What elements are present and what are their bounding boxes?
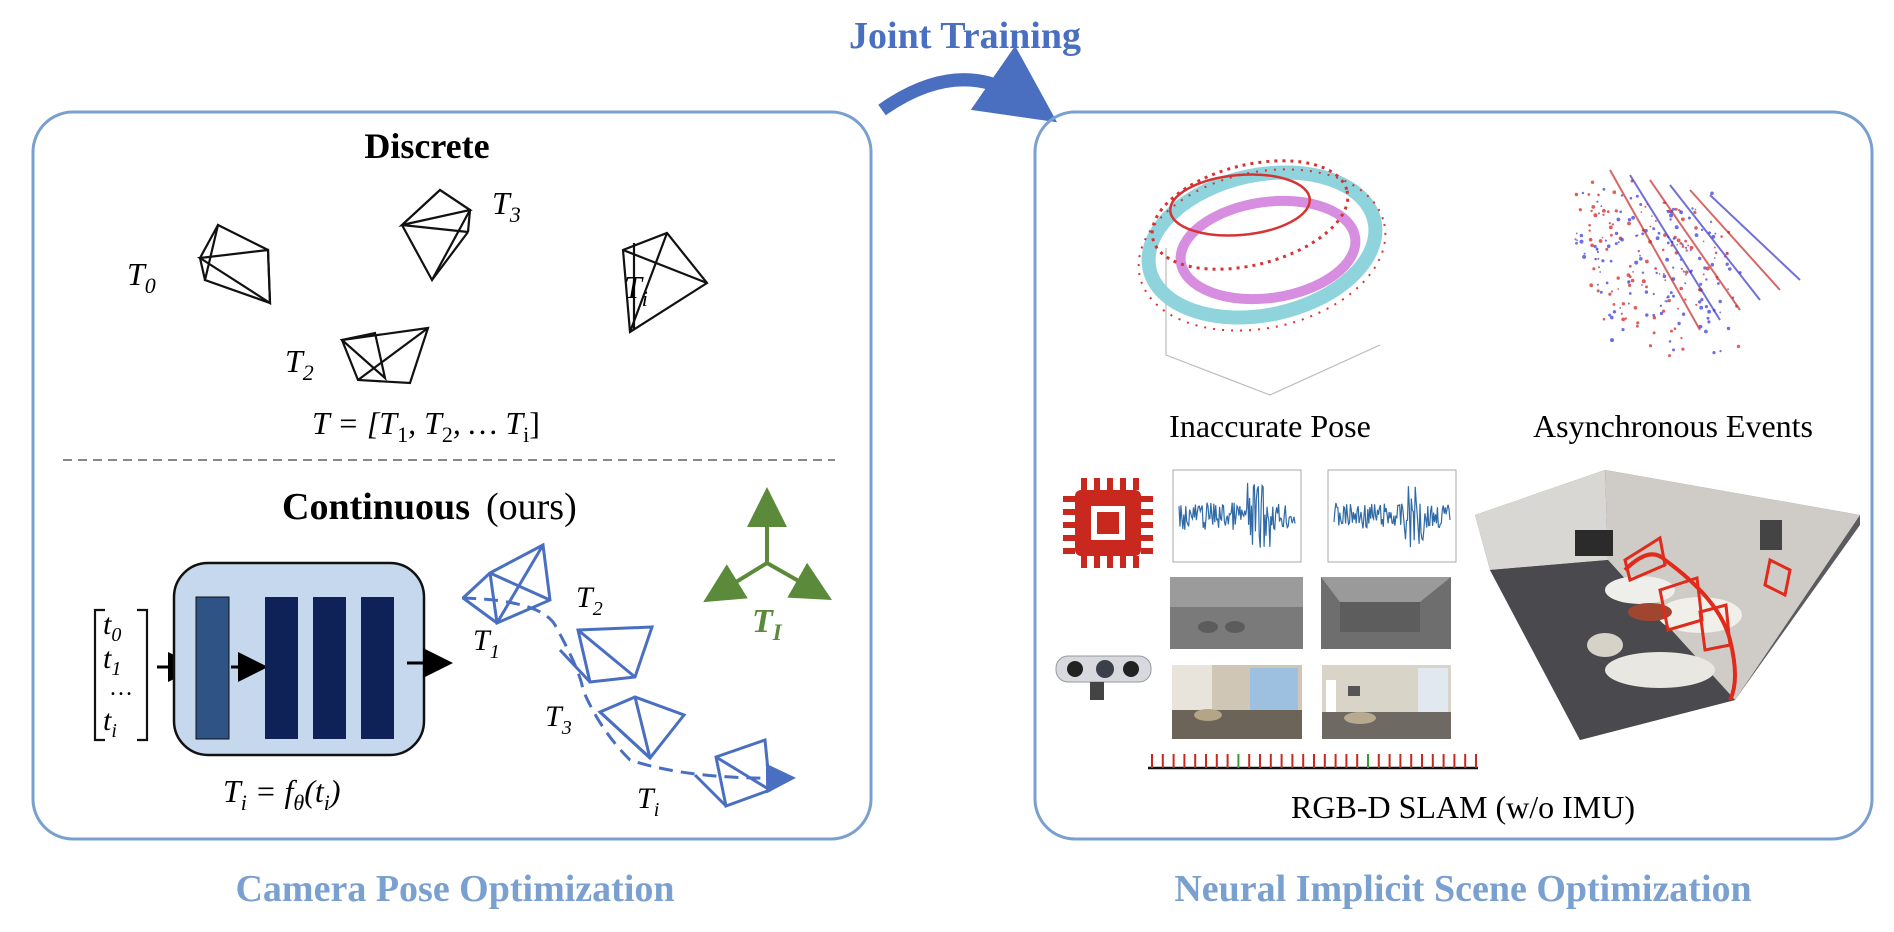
traj-label-t1: T1 [473, 624, 500, 663]
left-panel-frame [31, 110, 873, 841]
async-events-plot [1574, 169, 1801, 358]
joint-training-label: Joint Training [849, 15, 1081, 57]
input-t1: t1 [103, 642, 121, 680]
right-panel: Inaccurate Pose Asynchronous Events [1033, 110, 1874, 910]
inaccurate-pose-label: Inaccurate Pose [1169, 408, 1371, 444]
traj-label-t2: T2 [576, 581, 603, 620]
input-dots: … [109, 675, 133, 701]
imu-axes [703, 487, 832, 603]
discrete-camera-t0 [196, 223, 272, 306]
continuous-camera-1 [461, 542, 552, 626]
discrete-camera-t3 [398, 188, 473, 283]
discrete-formula: T = [T1, T2, … Ti] [312, 405, 540, 447]
input-t0: t0 [103, 608, 121, 646]
network-layer-3 [313, 597, 346, 739]
inaccurate-pose-plot [1137, 159, 1387, 396]
continuous-camera-2 [558, 625, 655, 684]
continuous-trajectory [461, 596, 796, 794]
imu-label: TI [752, 603, 783, 645]
discrete-label-ti: Ti [624, 269, 648, 311]
network-layer-1 [195, 596, 230, 740]
continuous-heading: Continuous(ours) [282, 486, 577, 528]
continuous-formula: Ti = fθ(ti) [223, 773, 341, 815]
network-layer-4 [361, 597, 394, 739]
discrete-heading: Discrete [364, 126, 489, 166]
room-reconstruction [1475, 470, 1860, 740]
async-events-label: Asynchronous Events [1533, 408, 1813, 444]
traj-label-t3: T3 [545, 700, 572, 739]
left-panel: Discrete T0 T3 Ti [31, 110, 873, 910]
depth-image-2 [1321, 577, 1451, 649]
depth-camera-icon [1055, 655, 1152, 700]
input-ti: ti [103, 704, 117, 742]
discrete-camera-t2 [339, 326, 430, 385]
rgb-image-2 [1322, 665, 1451, 739]
discrete-label-t3: T3 [492, 185, 521, 227]
traj-label-ti: Ti [637, 782, 659, 821]
depth-image-1 [1170, 577, 1303, 649]
network-layer-2 [265, 597, 298, 739]
right-panel-title: Neural Implicit Scene Optimization [1174, 868, 1751, 910]
sensor-timeline [1148, 754, 1478, 770]
left-panel-title: Camera Pose Optimization [235, 868, 674, 910]
rgbd-slam-label: RGB-D SLAM (w/o IMU) [1291, 789, 1635, 825]
continuous-camera-i [693, 737, 772, 809]
discrete-camera-ti [621, 231, 709, 334]
continuous-camera-3 [597, 695, 687, 761]
right-panel-frame [1033, 110, 1874, 841]
imu-signal-plot-1 [1172, 469, 1302, 563]
input-vector [93, 608, 149, 742]
discrete-label-t0: T0 [127, 256, 156, 298]
imu-signal-plot-2 [1327, 469, 1457, 563]
joint-training-arrow [878, 45, 1058, 123]
discrete-label-t2: T2 [285, 343, 314, 385]
rgb-image-1 [1172, 665, 1302, 739]
cpu-chip-icon [1063, 478, 1153, 568]
